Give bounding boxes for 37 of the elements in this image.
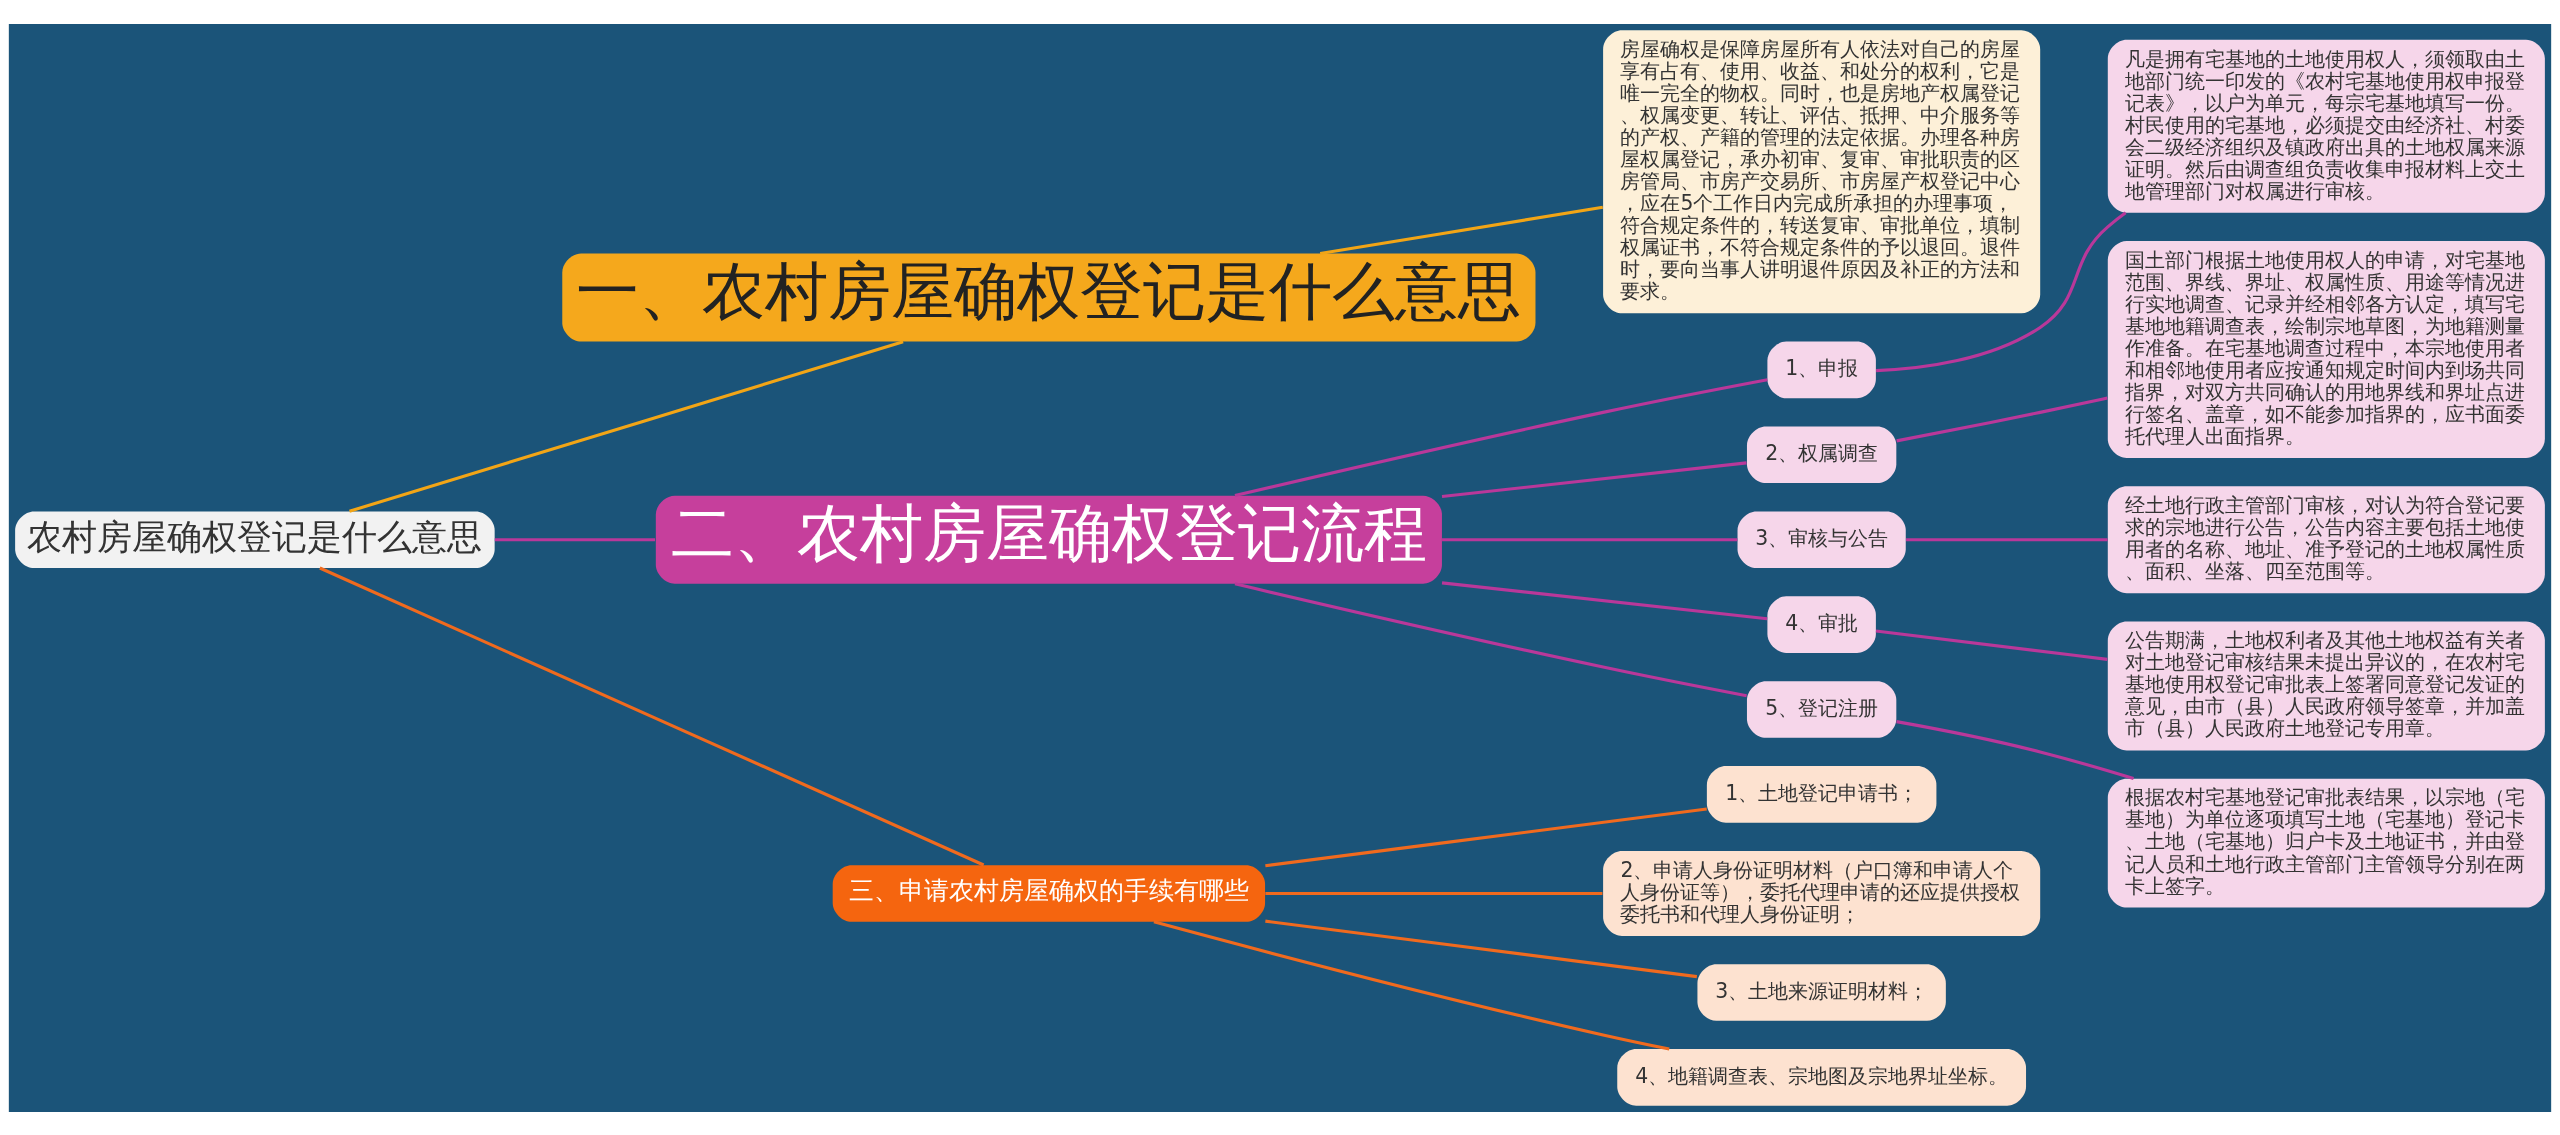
- node-box: 农村房屋确权登记是什么意思: [15, 510, 495, 568]
- connector: [1896, 719, 2134, 780]
- node-box: 3、土地来源证明材料；: [1697, 963, 1946, 1021]
- node-box: 4、审批: [1767, 595, 1876, 653]
- connector: [1265, 806, 1707, 867]
- node-box: 凡是拥有宅基地的土地使用权人，须领取由土地部门统一印发的《农村宅基地使用权申报登记表》，以户为单元，每宗宅基地填写一份。村民使用的宅基地，必须提交由经济社、村委会二级经济组织及镇政府出具的土地权属来源证明。然后由调查组负责收集申报材料上交土地管理部门对权属进行审核。: [2107, 39, 2545, 213]
- node-box: 4、地籍调查表、宗地图及宗地界址坐标。: [1617, 1048, 2027, 1106]
- node-box: 三、申请农村房屋确权的手续有哪些: [832, 864, 1266, 922]
- connector: [1896, 396, 2108, 442]
- connector: [1441, 580, 1768, 620]
- node-box: 1、土地登记申请书；: [1706, 765, 1937, 823]
- connector: [1441, 460, 1747, 498]
- node-box: 房屋确权是保障房屋所有人依法对自己的房屋享有占有、使用、收益、和处分的权利，它是唯一完全的物权。同时，也是房地产权属登记、权属变更、转让、评估、抵押、中介服务等的产权、产籍的管理的法定依据。办理各种房屋权属登记，承办初审、复审、审批职责的区房管局、市房产交易所、市房屋产权登记中心，应在5个工作日内完成所承担的办理事项，符合规定条件的，转送复审、审批单位，填制权属证书，不符合规定条件的予以退回。退件时，要向当事人讲明退件原因及补正的方法和要求。: [1603, 29, 2041, 313]
- connector: [1319, 205, 1604, 255]
- node-box: 二、农村房屋确权登记流程: [655, 495, 1442, 584]
- connector: [1875, 629, 2108, 661]
- connector: [1906, 537, 2108, 541]
- node-box: 3、审核与公告: [1737, 510, 1906, 568]
- node-box: 2、申请人身份证明材料（户口簿和申请人个人身份证等），委托代理申请的还应提供授权委托书和代理人身份证明；: [1603, 850, 2041, 936]
- connector: [1442, 537, 1738, 541]
- node-box: 根据农村宅基地登记审批表结果，以宗地（宅基地）为单位逐项填写土地（宅基地）登记卡、土地（宅基地）归户卡及土地证书，并由登记人员和土地行政主管部门主管领导分别在两卡上签字。: [2107, 778, 2545, 908]
- connector: [1876, 211, 2127, 372]
- node-box: 国土部门根据土地使用权人的申请，对宅基地范围、界线、界址、权属性质、用途等情况进行实地调查、记录并经相邻各方认定，填写宅基地地籍调查表，绘制宗地草图，为地籍测量作准备。在宅基地调查过程中，本宗地使用者和相邻地使用者应按通知规定时间内到场共同指界，对双方共同确认的用地界线和界址点进行签名、盖章，如不能参加指界的，应书面委托代理人出面指界。: [2107, 240, 2545, 458]
- connector: [1153, 919, 1670, 1051]
- connector: [319, 566, 985, 866]
- connector: [494, 537, 656, 541]
- connector: [1265, 891, 1603, 895]
- node-box: 2、权属调查: [1746, 426, 1897, 483]
- node-box: 公告期满，土地权利者及其他土地权益有关者对土地登记审核结果未提出异议的，在农村宅基地使用权登记审批表上签署同意登记发证的意见，由市（县）人民政府领导签章，并加盖市（县）人民政府土地登记专用章。: [2107, 620, 2545, 750]
- node-box: 一、农村房屋确权登记是什么意思: [562, 253, 1536, 342]
- node-box: 5、登记注册: [1746, 680, 1897, 738]
- connector: [349, 339, 904, 513]
- connector: [1265, 919, 1698, 978]
- node-box: 经土地行政主管部门审核，对认为符合登记要求的宗地进行公告，公告内容主要包括土地使用者的名称、地址、准予登记的土地权属性质、面积、坐落、四至范围等。: [2107, 485, 2545, 593]
- connector: [1234, 377, 1768, 497]
- connector: [1234, 581, 1747, 697]
- node-box: 1、申报: [1767, 341, 1876, 398]
